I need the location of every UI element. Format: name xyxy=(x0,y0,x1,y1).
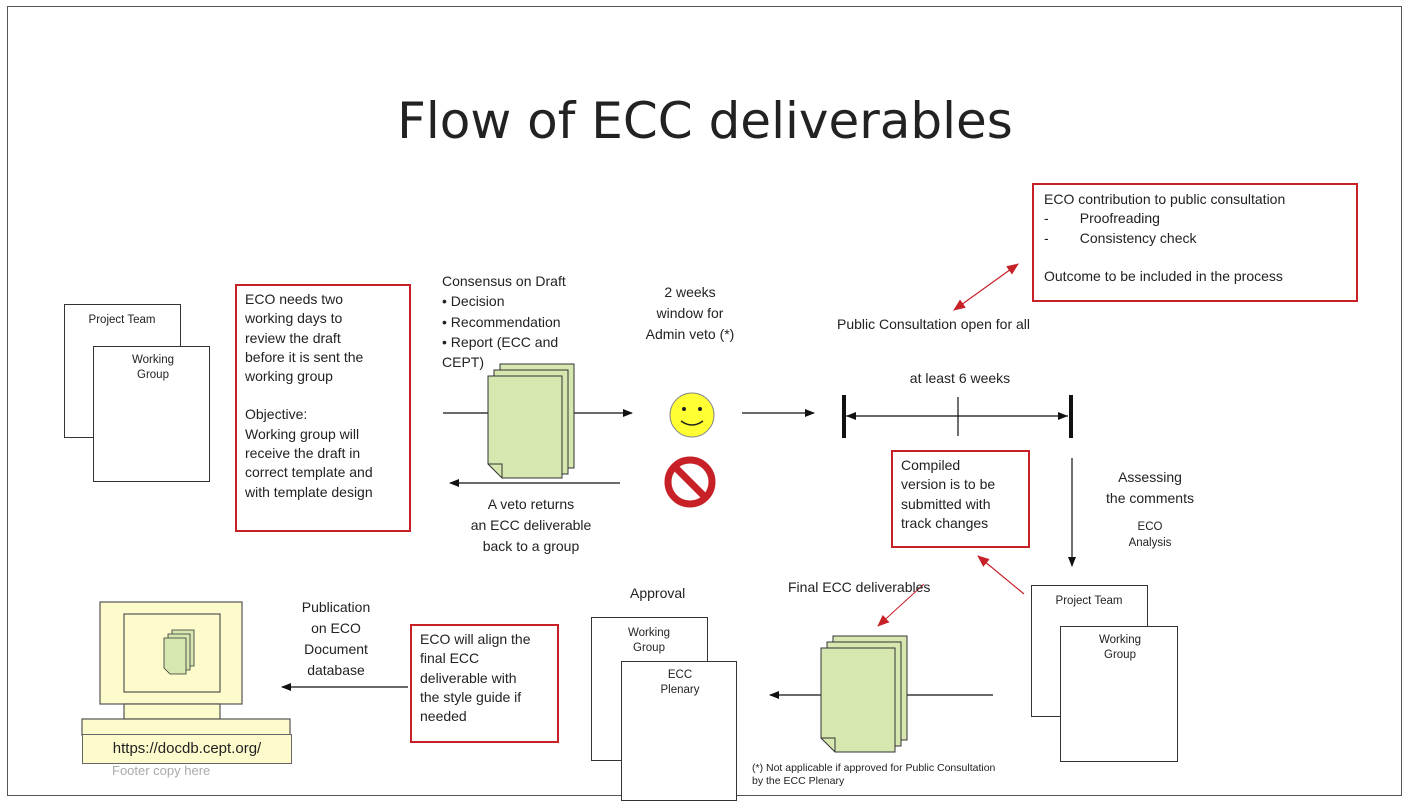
eco-contribution-note: ECO contribution to public consultation … xyxy=(1032,183,1358,302)
timeline-arrow-left xyxy=(846,412,856,420)
compiled-version-note: Compiled version is to be submitted with… xyxy=(891,450,1030,548)
eco-review-line: before it is sent the xyxy=(245,348,364,365)
prohibited-icon xyxy=(664,456,716,508)
consensus-item: • Report (ECC and xyxy=(442,334,559,350)
footnote-line: by the ECC Plenary xyxy=(752,775,845,787)
eco-analysis-line: Analysis xyxy=(1128,537,1172,549)
working-group-label: Working Group xyxy=(132,354,174,381)
eco-analysis-line: ECO xyxy=(1137,521,1163,533)
docdb-url-link[interactable]: https://docdb.cept.org/ xyxy=(82,734,292,764)
assessing-line: the comments xyxy=(1106,490,1194,506)
eco-review-line: receive the draft in xyxy=(245,445,361,462)
eco-review-line: with template design xyxy=(245,483,373,500)
eco-review-line: working group xyxy=(245,368,333,385)
working-group-box: Working Group xyxy=(93,346,210,482)
eco-review-note: ECO needs two working days to review the… xyxy=(235,284,411,532)
consensus-item: • Decision xyxy=(442,293,505,309)
project-team-label-2: Project Team xyxy=(1055,595,1123,607)
veto-returns-line: A veto returns xyxy=(487,496,575,512)
working-group-label-2: Working Group xyxy=(1099,634,1141,661)
computer-monitor-icon xyxy=(81,601,291,736)
eco-contribution-outcome: Outcome to be included in the process xyxy=(1044,267,1283,284)
compiled-line: Compiled xyxy=(901,457,961,473)
eco-align-note: ECO will align the final ECC deliverable… xyxy=(410,624,559,743)
final-document-stack-icon xyxy=(820,635,908,753)
smiley-icon xyxy=(669,392,715,438)
publication-line: database xyxy=(307,662,365,678)
eco-review-line: correct template and xyxy=(245,464,373,481)
final-deliverables-label: Final ECC deliverables xyxy=(788,579,931,595)
eco-review-line: review the draft xyxy=(245,329,341,346)
spacer xyxy=(1044,248,1346,267)
timeline-duration-label: at least 6 weeks xyxy=(909,370,1011,386)
timeline-arrow-right xyxy=(1058,412,1068,420)
working-group-box-2: Working Group xyxy=(1060,626,1178,762)
public-consultation-label: Public Consultation open for all xyxy=(837,316,1031,332)
red-arrow-contribution xyxy=(953,263,1019,311)
draft-document-stack-icon xyxy=(487,363,575,479)
working-group-label-3: Working Group xyxy=(628,627,670,654)
publication-line: Publication xyxy=(301,599,371,615)
eco-review-line xyxy=(245,386,401,405)
eco-review-line: working days to xyxy=(245,310,343,327)
eco-review-line: Objective: xyxy=(245,406,308,423)
veto-returns-line: an ECC deliverable xyxy=(470,517,592,533)
consensus-heading: Consensus on Draft xyxy=(442,273,566,289)
consensus-item: • Recommendation xyxy=(442,314,561,330)
eco-align-line: ECO will align the xyxy=(420,631,531,647)
veto-window-line: 2 weeks xyxy=(664,284,716,300)
eco-review-line: ECO needs two xyxy=(245,291,344,307)
eco-align-line: the style guide if xyxy=(420,688,522,705)
footnote-line: (*) Not applicable if approved for Publi… xyxy=(752,762,996,774)
eco-contribution-item: - Consistency check xyxy=(1044,229,1197,246)
compiled-line: track changes xyxy=(901,514,989,531)
assessing-line: Assessing xyxy=(1118,469,1182,485)
approval-label: Approval xyxy=(630,585,686,601)
eco-contribution-heading: ECO contribution to public consultation xyxy=(1044,191,1286,207)
red-arrow-compiled xyxy=(977,555,1025,595)
ecc-plenary-label: ECC Plenary xyxy=(660,669,700,696)
veto-window-line: window for xyxy=(656,305,724,321)
veto-returns-line: back to a group xyxy=(482,538,580,554)
compiled-line: version is to be xyxy=(901,476,996,493)
eco-align-line: deliverable with xyxy=(420,669,517,686)
project-team-label: Project Team xyxy=(88,314,156,326)
eco-align-line: needed xyxy=(420,708,467,725)
eco-contribution-item: - Proofreading xyxy=(1044,210,1160,227)
slide-title: Flow of ECC deliverables xyxy=(397,92,1013,150)
eco-review-line: Working group will xyxy=(245,425,360,442)
publication-line: Document xyxy=(304,641,368,657)
publication-line: on ECO xyxy=(311,620,361,636)
eco-align-line: final ECC xyxy=(420,650,480,667)
veto-window-line: Admin veto (*) xyxy=(645,326,735,342)
ecc-plenary-box: ECC Plenary xyxy=(621,661,737,801)
compiled-line: submitted with xyxy=(901,495,991,512)
footer-copy: Footer copy here xyxy=(112,763,211,778)
consensus-item: CEPT) xyxy=(442,354,484,370)
red-arrow-final xyxy=(877,583,925,627)
